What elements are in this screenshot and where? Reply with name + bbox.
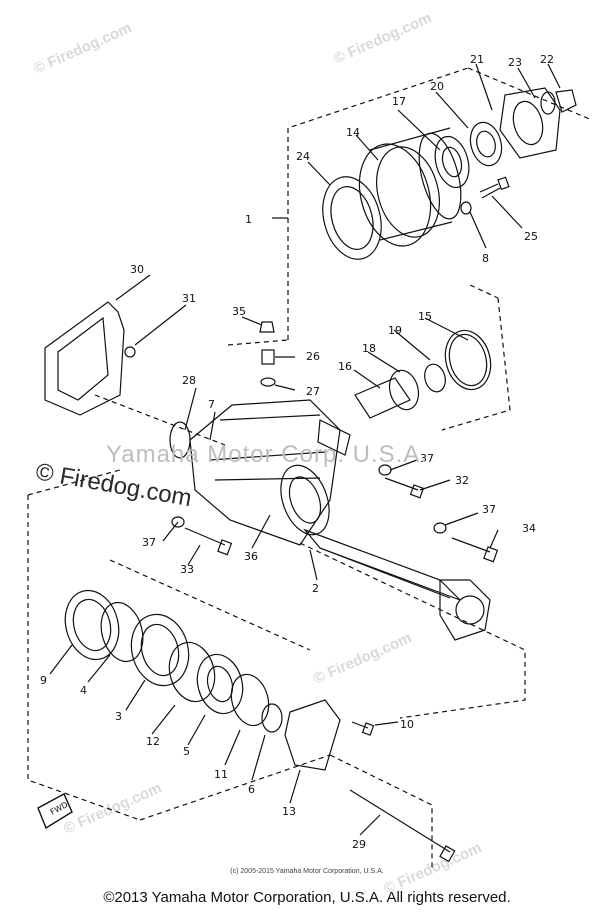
callout-10: 10 — [400, 718, 414, 731]
callout-5: 5 — [183, 745, 190, 758]
callout-18: 18 — [362, 342, 376, 355]
callout-28: 28 — [182, 374, 196, 387]
callout-35: 35 — [232, 305, 246, 318]
callout-37: 37 — [482, 503, 496, 516]
o-ring-4 — [100, 601, 144, 663]
fwd-arrow-icon: FWD — [37, 793, 73, 830]
breather-35 — [259, 321, 275, 333]
callout-20: 20 — [430, 80, 444, 93]
callout-7: 7 — [208, 398, 215, 411]
callout-33: 33 — [180, 563, 194, 576]
washer-37b — [433, 522, 447, 534]
fwd-label: FWD — [49, 800, 70, 817]
bracket-lower — [27, 469, 141, 821]
nut-22 — [555, 89, 577, 113]
gasket-9 — [64, 589, 120, 661]
housing-3 — [130, 613, 190, 687]
watermark-yamaha: Yamaha Motor Corp. U.S.A. — [106, 441, 428, 468]
callout-26: 26 — [306, 350, 320, 363]
credit-small: (c) 2005-2015 Yamaha Motor Corporation, … — [230, 868, 384, 875]
callout-19: 19 — [388, 324, 402, 337]
callout-34: 34 — [522, 522, 536, 535]
callout-23: 23 — [508, 56, 522, 69]
callout-2: 2 — [312, 582, 319, 595]
bearing-18 — [388, 369, 420, 411]
bolt-25 — [479, 183, 501, 199]
bolt-33 — [184, 527, 226, 546]
housing-14 — [358, 143, 432, 247]
callout-11: 11 — [214, 768, 228, 781]
shaft — [303, 528, 461, 601]
ring-11 — [230, 673, 270, 727]
washer-37c — [171, 516, 185, 528]
seal-20 — [469, 121, 503, 167]
callout-29: 29 — [352, 838, 366, 851]
callout-12: 12 — [146, 735, 160, 748]
gasket-30 — [44, 301, 125, 416]
bracket-upper — [287, 67, 593, 340]
washer-27 — [260, 377, 276, 387]
callout-31: 31 — [182, 292, 196, 305]
bearing-17 — [434, 135, 470, 189]
callouts: 1 2 3 4 5 6 7 8 9 10 11 12 13 14 15 16 1… — [40, 53, 554, 851]
callout-21: 21 — [470, 53, 484, 66]
callout-27: 27 — [306, 385, 320, 398]
callout-3: 3 — [115, 710, 122, 723]
callout-14: 14 — [346, 126, 360, 139]
plug-31 — [124, 346, 136, 358]
callout-30: 30 — [130, 263, 144, 276]
seal-6 — [261, 703, 283, 733]
seal-28 — [169, 421, 191, 459]
callout-25: 25 — [524, 230, 538, 243]
cover-13 — [284, 699, 341, 771]
gasket-24 — [322, 176, 382, 260]
callout-8: 8 — [482, 252, 489, 265]
pinion-16 — [354, 377, 411, 419]
callout-37: 37 — [142, 536, 156, 549]
bolt-29 — [349, 789, 451, 853]
callout-36: 36 — [244, 550, 258, 563]
o-ring-15 — [444, 329, 492, 391]
gear-case-2 — [189, 399, 341, 546]
gear-splined — [439, 579, 491, 641]
callout-17: 17 — [392, 95, 406, 108]
callout-32: 32 — [455, 474, 469, 487]
bearing-5 — [196, 653, 244, 715]
callout-13: 13 — [282, 805, 296, 818]
washer-23 — [540, 91, 556, 115]
part-26 — [261, 349, 275, 365]
callout-22: 22 — [540, 53, 554, 66]
callout-37: 37 — [420, 452, 434, 465]
callout-16: 16 — [338, 360, 352, 373]
bolt-10 — [351, 721, 369, 729]
callout-1: 1 — [245, 213, 252, 226]
callout-4: 4 — [80, 684, 87, 697]
copyright: ©2013 Yamaha Motor Corporation, U.S.A. A… — [103, 889, 511, 906]
part-19 — [424, 363, 446, 393]
shim-12 — [168, 641, 216, 703]
washer-8 — [460, 201, 472, 215]
flange-21 — [499, 87, 561, 159]
callout-6: 6 — [248, 783, 255, 796]
bolt-34 — [451, 537, 491, 553]
callout-24: 24 — [296, 150, 310, 163]
callout-9: 9 — [40, 674, 47, 687]
callout-15: 15 — [418, 310, 432, 323]
